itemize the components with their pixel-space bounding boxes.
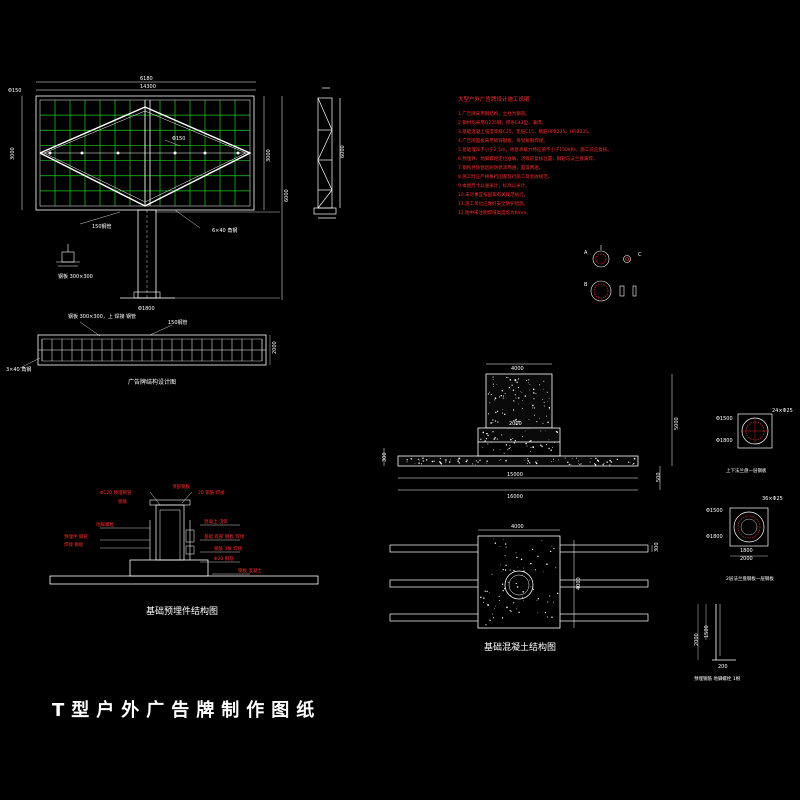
anchor-caption: 基础预埋件结构图	[146, 605, 218, 617]
anchor-note-0: Φ120 预埋钢管	[100, 489, 132, 496]
pd2-dim-2: 1800	[740, 548, 753, 554]
pd2-dim-1: Φ1800	[706, 534, 723, 540]
dim-left-height: 3000	[10, 147, 16, 160]
fe-left-height: 300	[382, 452, 388, 462]
pd2-dim-4: 36×Φ25	[762, 496, 783, 502]
pd2-dim-0: Φ1500	[706, 508, 723, 514]
fe-bottom-width: 15000	[507, 472, 523, 478]
pipe-detail-1: Φ1500 Φ1800 24×Φ25 上下法兰盘一层钢板	[716, 408, 793, 474]
anchor-note-4: 地脚螺栓	[96, 521, 114, 528]
side-view	[313, 87, 341, 219]
dim-top-outer: 6180	[140, 76, 153, 82]
fe-inner-width: 2000	[509, 421, 522, 427]
fp-caption: 基础混凝土结构图	[484, 641, 556, 653]
plan-note-left: 3×40 角钢	[6, 366, 31, 373]
anchor-note-8: 基础 底部 钢板 焊接	[204, 533, 245, 540]
fe-right-height: 5000	[674, 417, 680, 430]
pd1-dim-0: Φ1500	[716, 416, 733, 422]
note-line-6: 7.钢构件除锈后刷防锈漆两遍，面漆两遍。	[458, 164, 543, 171]
dim-left-pipe: Φ150	[8, 88, 21, 94]
note-line-10: 11.施工单位应做好安全防护措施。	[458, 200, 528, 207]
rd-dim-2: 200	[718, 664, 728, 670]
note-line-5: 6.预埋件、地脚螺栓定位准确，浇筑前复核位置，钢管与法兰盘满焊。	[458, 155, 597, 162]
note-line-3: 4.广告牌面板采用镀锌钢板，骨架角钢焊接。	[458, 137, 548, 144]
pd1-caption: 上下法兰盘一层钢板	[726, 467, 767, 474]
dim-right-2: 6000	[284, 189, 290, 202]
note-line-7: 8.施工时应严格执行国家现行施工及验收规范。	[458, 173, 552, 180]
tiny-section-label-a: A	[584, 250, 588, 256]
anchor-note-11: 钢板 混凝土	[238, 567, 262, 574]
note-line-11: 12.图中未注明焊缝高度均为6mm。	[458, 209, 531, 216]
pipe-detail-2: Φ1500 Φ1800 1800 2000 36×Φ25 2层法兰盘钢板一层钢板	[706, 496, 783, 582]
plan-dim-right: 2000	[272, 341, 278, 354]
side-view-dim: 6000	[340, 145, 346, 158]
note-line-2: 3.基础混凝土强度等级C25，垫层C15，钢筋HPB235、HRB335。	[458, 128, 593, 135]
anchor-note-6: 焊接 钢板	[64, 541, 84, 548]
fp-height: 4000	[576, 577, 582, 590]
foundation-elevation: 4000 2000 15000 16000 300 5000 500	[382, 363, 680, 500]
anchor-note-1: 钢筋	[118, 498, 127, 505]
dim-column: Φ1800	[138, 306, 155, 312]
fe-overall-width: 16000	[507, 494, 523, 500]
anchor-note-5: 预埋件 钢管	[64, 533, 88, 540]
plan-view: 2000 3×40 角钢 150钢管 钢板 300×300，上 焊接 钢管 广告…	[6, 313, 278, 386]
plan-note-top2: 钢板 300×300，上 焊接 钢管	[68, 313, 136, 320]
tiny-sections	[590, 245, 637, 302]
note-line-8: 9.本图尺寸以毫米计，标高以米计。	[458, 182, 530, 189]
fp-width: 4000	[511, 524, 524, 530]
foundation-plan: 4000 4000 300 基础混凝土结构图	[389, 524, 660, 653]
pd1-dim-1: Φ1800	[716, 438, 733, 444]
pd2-caption: 2层法兰盘钢板一层钢板	[726, 575, 774, 582]
note-pipe: 150钢管	[92, 223, 112, 230]
anchor-note-2: 顶部钢板	[172, 483, 190, 490]
anchor-note-9: 钢筋 4根 焊接	[214, 545, 243, 552]
main-title: T型户外广告牌制作图纸	[52, 699, 321, 721]
note-line-4: 5.基础埋深不小于2.5m，地基承载力特征值不小于150kPa，施工前应复核。	[458, 146, 612, 153]
pd2-dim-3: 2000	[740, 556, 753, 562]
note-line-1: 2.钢材均采用Q235钢，焊条E43型，满焊。	[458, 119, 546, 126]
notes-block: 大型户外广告牌设计施工说明 1.广告牌采用钢结构，立柱为钢管。 2.钢材均采用Q…	[458, 95, 612, 216]
anchor-note-3: 20 钢筋 焊接	[198, 489, 225, 496]
fe-bottom-dim: 500	[656, 472, 662, 482]
concrete-speckles	[406, 376, 636, 466]
rebar-detail: 1500 2000 200 预埋钢筋 地脚螺栓 1根	[694, 604, 741, 682]
billboard-elevation: 6180 14300 Φ150 3000 3000 6000 Φ18	[8, 76, 290, 312]
fe-top-width: 4000	[511, 366, 524, 372]
rd-caption: 预埋钢筋 地脚螺栓 1根	[694, 675, 741, 682]
note-line-0: 1.广告牌采用钢结构，立柱为钢管。	[458, 110, 530, 117]
anchor-section: Φ120 预埋钢管 钢筋 顶部钢板 20 钢筋 焊接 地脚螺栓 预埋件 钢管 焊…	[49, 483, 319, 617]
tiny-section-label-b: B	[584, 282, 588, 288]
rd-dim-1: 2000	[694, 633, 700, 646]
anchor-note-10: Φ20 钢筋	[214, 555, 234, 562]
notes-title: 大型户外广告牌设计施工说明	[458, 95, 530, 103]
note-brace: Φ150	[172, 136, 185, 142]
plan-note-top: 150钢管	[168, 319, 188, 326]
small-detail	[56, 244, 80, 267]
plan-caption: 广告牌结构设计图	[128, 378, 176, 386]
rd-dim-0: 1500	[704, 625, 710, 638]
anchor-note-7: 混凝土 浇筑	[204, 518, 228, 525]
dim-top-inner: 14300	[140, 84, 156, 90]
fp-beam-dim: 300	[654, 542, 660, 552]
dim-right-1: 3000	[266, 149, 272, 162]
pd1-dim-2: 24×Φ25	[772, 408, 793, 414]
small-detail-label: 钢板 300×300	[58, 273, 93, 280]
note-angle: 6×40 角钢	[212, 227, 237, 234]
note-line-9: 10.未尽事宜按国家有关规范执行。	[458, 191, 528, 198]
tiny-section-label-c: C	[638, 252, 642, 258]
